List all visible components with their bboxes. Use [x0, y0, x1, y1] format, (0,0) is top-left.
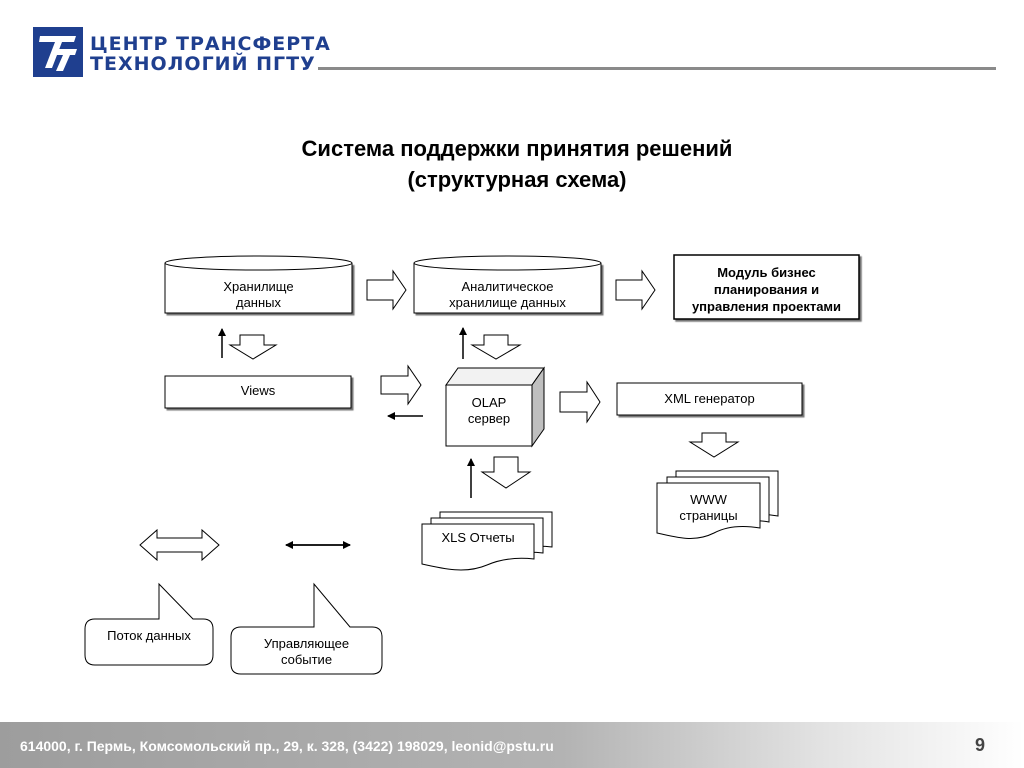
- block-arrow-right: [380, 364, 422, 406]
- views-box: [164, 375, 352, 409]
- callout-data-flow: [84, 582, 214, 666]
- block-arrow-down: [228, 334, 278, 360]
- xml-generator-label: XML генератор: [664, 391, 755, 406]
- xls-reports-document-stack: [421, 511, 553, 571]
- xls-reports-label: XLS Отчеты: [441, 530, 515, 545]
- legend-control-event-label: Управляющее событие: [263, 636, 350, 667]
- slide-title: Система поддержки принятия решений (стру…: [0, 133, 1024, 195]
- olap-server-cube: [445, 366, 545, 448]
- analytic-warehouse-label: Аналитическое хранилище данных: [449, 279, 566, 310]
- www-pages-label: WWW страницы: [679, 492, 738, 523]
- logo-text-line1: ЦЕНТР ТРАНСФЕРТА: [90, 33, 331, 55]
- block-arrow-down: [688, 432, 740, 458]
- analytic-warehouse-cylinder: [413, 255, 602, 314]
- block-arrow-down: [480, 456, 532, 489]
- footer-address: 614000, г. Пермь, Комсомольский пр., 29,…: [20, 738, 554, 754]
- data-warehouse-label: Хранилище данных: [223, 279, 294, 310]
- page-number: 9: [975, 735, 986, 755]
- tt-monogram-icon: [39, 36, 77, 71]
- slide-title-line2: (структурная схема): [407, 167, 627, 192]
- block-arrow-right: [615, 269, 656, 311]
- callout-control-event: [230, 582, 383, 675]
- footer-bar: [0, 722, 1024, 768]
- business-planning-module-box: [673, 254, 860, 320]
- block-arrow-right: [366, 269, 407, 311]
- xml-generator-box: [616, 382, 803, 416]
- business-module-label: Модуль бизнес планирования и управления …: [691, 265, 842, 314]
- logo-mark: [33, 27, 83, 77]
- views-label: Views: [240, 383, 276, 398]
- legend-double-block-arrow: [139, 528, 220, 562]
- data-warehouse-cylinder: [164, 255, 353, 314]
- slide-title-line1: Система поддержки принятия решений: [301, 136, 733, 161]
- block-arrow-down: [470, 334, 522, 360]
- logo-text-line2: ТЕХНОЛОГИЙ ПГТУ: [90, 53, 316, 75]
- www-pages-document-stack: [656, 470, 779, 539]
- olap-server-label: OLAP сервер: [467, 395, 511, 426]
- header-divider: [318, 67, 996, 70]
- block-arrow-right: [559, 380, 601, 424]
- legend-data-flow-label: Поток данных: [107, 628, 191, 643]
